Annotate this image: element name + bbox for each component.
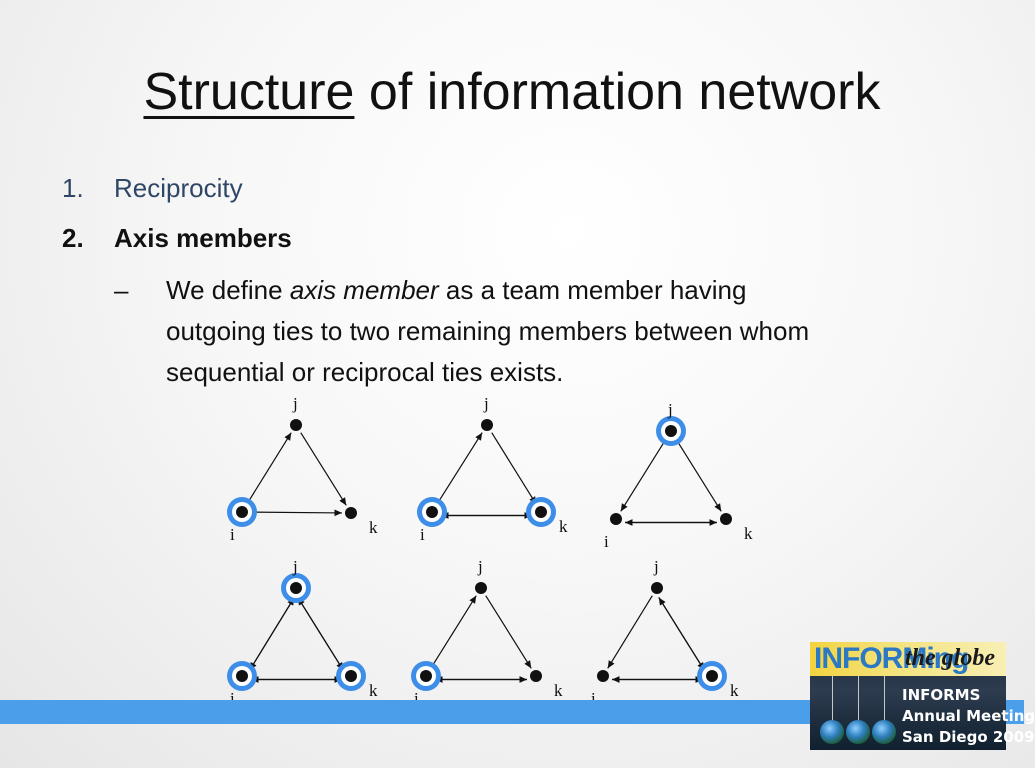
node-i <box>420 670 432 682</box>
arrow-j-to-i <box>620 438 667 512</box>
list-text: Axis members <box>114 223 292 253</box>
node-label-k: k <box>554 681 563 700</box>
node-k <box>535 506 547 518</box>
node-label-k: k <box>369 518 378 537</box>
slide-title: Structure of information network <box>0 62 1024 122</box>
node-i <box>236 506 248 518</box>
logo-word-informing: INFORMing <box>814 642 969 675</box>
node-label-i: i <box>420 525 425 544</box>
title-underlined-word: Structure <box>143 63 355 121</box>
arrow-i-to-k <box>250 509 343 517</box>
arrow-i-to-j <box>430 595 477 669</box>
node-j <box>481 419 493 431</box>
arrow-i-to-j <box>246 432 292 505</box>
node-label-k: k <box>730 681 739 700</box>
logo-line-2: Annual Meeting <box>902 707 1035 725</box>
node-k <box>720 513 732 525</box>
arrow-j-to-k <box>300 432 347 506</box>
def-term: axis member <box>289 275 439 305</box>
node-label-j: j <box>292 394 298 413</box>
node-label-k: k <box>369 681 378 700</box>
arrow-j-to-k <box>485 595 532 669</box>
arrow-j-to-k <box>491 432 537 505</box>
node-label-i: i <box>230 689 235 708</box>
arrow-i-to-j <box>436 432 483 505</box>
list-number: 2. <box>62 223 84 253</box>
sub-bullet-dash: – <box>114 275 129 305</box>
sub-bullet-text: We define axis member as a team member h… <box>166 270 986 393</box>
title-rest: of information network <box>354 63 881 121</box>
conference-logo: INFORMing the globe INFORMS Annual Meeti… <box>810 642 1035 750</box>
arrow-j-to-k <box>675 438 722 512</box>
logo-word-globe: the globe <box>905 645 995 671</box>
node-i <box>236 670 248 682</box>
logo-line-1: INFORMS <box>902 686 981 704</box>
node-label-k: k <box>744 524 753 543</box>
node-i <box>597 670 609 682</box>
arrow-k-to-j <box>658 597 705 671</box>
node-i <box>610 513 622 525</box>
logo-string <box>832 676 833 722</box>
globe-icon <box>872 720 896 744</box>
arrow-j-to-i <box>249 597 295 671</box>
sub-bullet-line-2: outgoing ties to two remaining members b… <box>166 316 810 346</box>
node-label-j: j <box>667 400 673 419</box>
node-j <box>651 582 663 594</box>
node-i <box>426 506 438 518</box>
list-number: 1. <box>62 173 84 203</box>
node-k <box>706 670 718 682</box>
sub-bullet-line-3: sequential or reciprocal ties exists. <box>166 357 564 387</box>
node-label-i: i <box>604 532 609 551</box>
arrow-j-to-i <box>607 595 653 669</box>
sub-bullet-line-1: We define axis member as a team member h… <box>166 270 986 311</box>
arrow-k-to-j <box>297 597 344 671</box>
node-j <box>290 582 302 594</box>
globe-icon <box>820 720 844 744</box>
node-label-i: i <box>591 689 596 708</box>
node-label-k: k <box>559 517 568 536</box>
node-label-j: j <box>477 557 483 576</box>
node-label-j: j <box>653 557 659 576</box>
node-k <box>345 507 357 519</box>
node-j <box>290 419 302 431</box>
def-pre: We define <box>166 275 290 305</box>
logo-string <box>858 676 859 722</box>
node-label-j: j <box>292 557 298 576</box>
node-j <box>475 582 487 594</box>
logo-band <box>810 642 1006 676</box>
logo-line-3: San Diego 2009 <box>902 728 1035 746</box>
node-k <box>345 670 357 682</box>
node-k <box>530 670 542 682</box>
node-label-i: i <box>230 525 235 544</box>
globe-icon <box>846 720 870 744</box>
node-label-j: j <box>483 394 489 413</box>
logo-string <box>884 676 885 722</box>
list-text: Reciprocity <box>114 173 243 203</box>
def-post: as a team member having <box>438 275 747 305</box>
node-label-i: i <box>414 689 419 708</box>
node-j <box>665 425 677 437</box>
